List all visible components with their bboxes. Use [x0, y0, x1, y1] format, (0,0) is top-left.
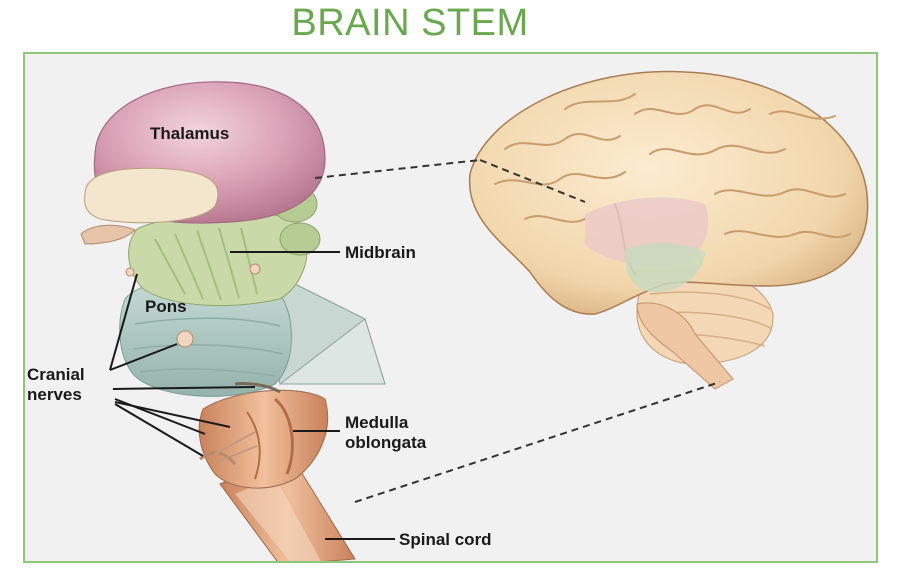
cranial-leader-6: [114, 403, 204, 457]
medulla-shape: [198, 389, 329, 489]
label-medulla-2: oblongata: [345, 433, 427, 452]
slide-title: BRAIN STEM: [291, 2, 529, 44]
label-thalamus: Thalamus: [150, 124, 229, 143]
pons-shape: [119, 276, 292, 397]
leader-lines: [109, 251, 395, 540]
label-pons: Pons: [145, 297, 187, 316]
label-spinal-cord: Spinal cord: [399, 530, 492, 549]
label-cranial-nerves-1: Cranial: [27, 365, 85, 384]
brainstem-figure: Thalamus Midbrain Pons Cranial nerves Me…: [23, 52, 878, 563]
label-cranial-nerves-2: nerves: [27, 385, 82, 404]
label-medulla-1: Medulla: [345, 413, 409, 432]
connector-lines: [314, 159, 721, 503]
cranial-leader-5: [114, 401, 231, 428]
cerebrum-shape: [468, 70, 869, 315]
cranial-leader-2: [109, 343, 178, 371]
thalamus-shape: [80, 81, 326, 245]
brain-stem-small-shape: [636, 302, 734, 390]
cranial-nerves-shape: [125, 263, 281, 465]
label-midbrain: Midbrain: [345, 243, 416, 262]
cranial-leader-3: [112, 386, 256, 390]
brainstem-illustration: Thalamus Midbrain Pons Cranial nerves Me…: [27, 70, 869, 561]
cranial-leader-1: [109, 273, 138, 371]
